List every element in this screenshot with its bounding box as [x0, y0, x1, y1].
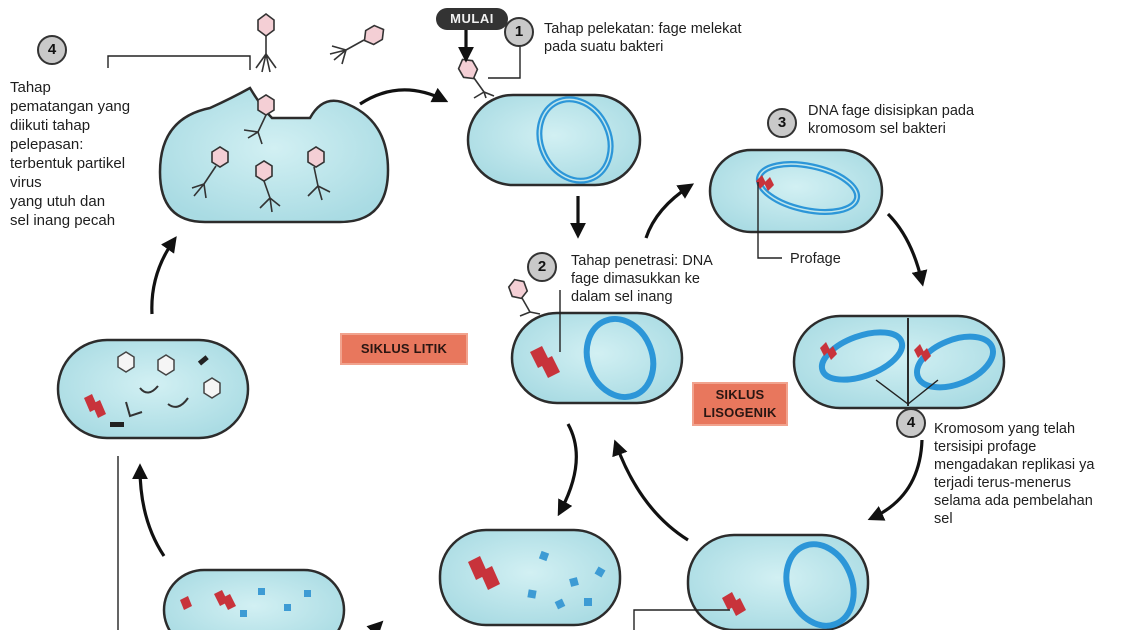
cell-synthesis — [162, 568, 346, 630]
cell-lysis — [158, 86, 390, 224]
step-2-marker: 2 — [527, 252, 557, 282]
step-4-lytic-marker: 4 — [37, 35, 67, 65]
cell-lysogenic-continue — [686, 533, 870, 630]
cell-dividing — [792, 314, 1006, 410]
prophage-label: Profage — [790, 251, 841, 267]
start-badge: MULAI — [436, 8, 508, 30]
step-3-marker: 3 — [767, 108, 797, 138]
cell-penetration — [510, 311, 684, 405]
callout-lines — [107, 38, 939, 630]
step-4-lysogenic-marker: 4 — [896, 408, 926, 438]
phage-icons — [191, 13, 541, 317]
cycle-arrows — [132, 22, 928, 630]
cell-prophage-integration — [708, 148, 884, 234]
lytic-cycle-badge: SIKLUS LITIK — [340, 333, 468, 365]
cell-replication — [438, 528, 622, 627]
cell-attachment — [466, 93, 642, 187]
step-1-marker: 1 — [504, 17, 534, 47]
cell-assembly — [56, 338, 250, 440]
